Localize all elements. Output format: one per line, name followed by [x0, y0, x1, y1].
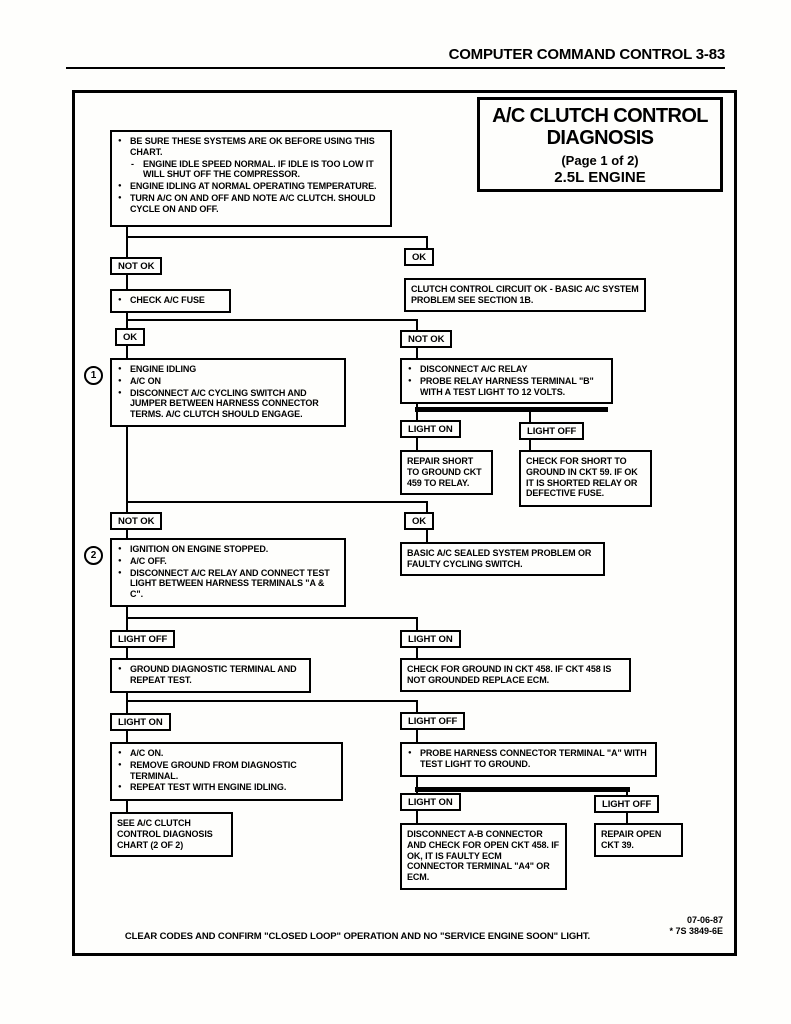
chart-page-note: (Page 1 of 2) [561, 152, 639, 168]
connector-bar [415, 787, 630, 792]
connector-line [626, 791, 628, 797]
connector-line [529, 440, 531, 452]
step1-item: DISCONNECT A/C CYCLING SWITCH AND JUMPER… [117, 388, 339, 420]
chart-engine: 2.5L ENGINE [554, 168, 646, 186]
step2-item: DISCONNECT A/C RELAY AND CONNECT TEST LI… [117, 568, 339, 600]
doc-code: * 7S 3849-6E [669, 926, 723, 937]
box-relay-probe: DISCONNECT A/C RELAY PROBE RELAY HARNESS… [400, 358, 613, 405]
box-repair-short-459: REPAIR SHORT TO GROUND CKT 459 TO RELAY. [400, 450, 493, 495]
chart-title-box: A/C CLUTCH CONTROL DIAGNOSIS (Page 1 of … [477, 97, 723, 192]
connector-line [416, 348, 418, 360]
box-probe-terminal-a: PROBE HARNESS CONNECTOR TERMINAL "A" WIT… [400, 742, 657, 777]
ac-on-item: REMOVE GROUND FROM DIAGNOSTIC TERMINAL. [117, 760, 336, 782]
ac-on-item: REPEAT TEST WITH ENGINE IDLING. [117, 782, 336, 793]
step1-item: ENGINE IDLING [117, 364, 339, 375]
note-subitem: ENGINE IDLE SPEED NORMAL. IF IDLE IS TOO… [117, 159, 380, 181]
box-clutch-circuit-ok: CLUTCH CONTROL CIRCUIT OK - BASIC A/C SY… [404, 278, 646, 312]
label-light-on: LIGHT ON [400, 630, 461, 648]
connector-line [126, 529, 128, 540]
ac-on-item: A/C ON. [117, 748, 336, 759]
connector-line [416, 729, 418, 743]
chart-title-line1: A/C CLUTCH CONTROL [492, 105, 708, 127]
step-circle-2: 2 [84, 546, 103, 565]
doc-date: 07-06-87 [686, 915, 723, 925]
connector-line [126, 236, 428, 238]
connector-line [416, 412, 418, 422]
relay-probe-item: DISCONNECT A/C RELAY [407, 364, 606, 375]
flowchart-frame [72, 90, 737, 956]
label-not-ok: NOT OK [110, 512, 163, 530]
box-check-short-59: CHECK FOR SHORT TO GROUND IN CKT 59. IF … [519, 450, 652, 507]
label-ok: OK [404, 248, 435, 266]
box-check-ground-458: CHECK FOR GROUND IN CKT 458. IF CKT 458 … [400, 658, 631, 692]
note-systems-check: BE SURE THESE SYSTEMS ARE OK BEFORE USIN… [110, 130, 392, 227]
connector-line [426, 501, 428, 513]
connector-line [126, 730, 128, 743]
label-not-ok: NOT OK [400, 330, 453, 348]
label-light-off: LIGHT OFF [110, 630, 176, 648]
box-repair-open-39: REPAIR OPEN CKT 39. [594, 823, 683, 857]
relay-probe-item: PROBE RELAY HARNESS TERMINAL "B" WITH A … [407, 376, 606, 398]
chart-title-line2: DIAGNOSIS [546, 127, 654, 150]
connector-line [126, 425, 128, 513]
page-header: COMPUTER COMMAND CONTROL 3-83 [448, 46, 726, 63]
label-ok: OK [115, 328, 146, 346]
doc-info: 07-06-87 * 7S 3849-6E [590, 915, 723, 938]
footer-note: CLEAR CODES AND CONFIRM "CLOSED LOOP" OP… [124, 931, 591, 942]
connector-line [426, 236, 428, 248]
header-rule [66, 67, 725, 69]
ground-diagnostic-text: GROUND DIAGNOSTIC TERMINAL AND REPEAT TE… [117, 664, 304, 686]
label-light-off: LIGHT OFF [400, 712, 466, 730]
connector-bar [415, 407, 608, 412]
label-not-ok: NOT OK [110, 257, 163, 275]
connector-line [416, 401, 418, 409]
box-basic-sealed-system: BASIC A/C SEALED SYSTEM PROBLEM OR FAULT… [400, 542, 605, 576]
connector-line [126, 319, 418, 321]
step1-item: A/C ON [117, 376, 339, 387]
box-disconnect-ab: DISCONNECT A-B CONNECTOR AND CHECK FOR O… [400, 823, 567, 890]
box-see-chart-2: SEE A/C CLUTCH CONTROL DIAGNOSIS CHART (… [110, 812, 233, 857]
box-ac-on-retest: A/C ON. REMOVE GROUND FROM DIAGNOSTIC TE… [110, 742, 343, 801]
label-light-on: LIGHT ON [400, 420, 461, 438]
connector-line [529, 412, 531, 424]
connector-line [126, 346, 128, 360]
box-check-fuse: CHECK A/C FUSE [110, 289, 231, 313]
connector-line [126, 501, 428, 503]
box-step2: IGNITION ON ENGINE STOPPED. A/C OFF. DIS… [110, 538, 346, 607]
connector-line [126, 227, 128, 257]
step2-item: IGNITION ON ENGINE STOPPED. [117, 544, 339, 555]
note-item: ENGINE IDLING AT NORMAL OPERATING TEMPER… [117, 181, 380, 192]
connector-line [416, 775, 418, 788]
label-light-off: LIGHT OFF [594, 795, 660, 813]
probe-terminal-a-text: PROBE HARNESS CONNECTOR TERMINAL "A" WIT… [407, 748, 650, 770]
connector-line [416, 647, 418, 659]
check-fuse-text: CHECK A/C FUSE [117, 295, 224, 306]
step-circle-1: 1 [84, 366, 103, 385]
note-item: BE SURE THESE SYSTEMS ARE OK BEFORE USIN… [117, 136, 380, 158]
connector-line [416, 438, 418, 452]
note-item: TURN A/C ON AND OFF AND NOTE A/C CLUTCH.… [117, 193, 380, 215]
connector-line [126, 700, 418, 702]
step2-item: A/C OFF. [117, 556, 339, 567]
connector-line [126, 647, 128, 659]
connector-line [626, 812, 628, 824]
label-light-on: LIGHT ON [400, 793, 461, 811]
label-light-off: LIGHT OFF [519, 422, 585, 440]
connector-line [416, 700, 418, 713]
label-light-on: LIGHT ON [110, 713, 171, 731]
connector-line [416, 810, 418, 824]
connector-line [416, 319, 418, 332]
label-ok: OK [404, 512, 435, 530]
box-ground-diagnostic: GROUND DIAGNOSTIC TERMINAL AND REPEAT TE… [110, 658, 311, 693]
connector-line [126, 617, 418, 619]
connector-line [416, 617, 418, 631]
connector-line [126, 799, 128, 813]
box-step1: ENGINE IDLING A/C ON DISCONNECT A/C CYCL… [110, 358, 346, 427]
connector-line [126, 275, 128, 291]
connector-line [426, 529, 428, 543]
